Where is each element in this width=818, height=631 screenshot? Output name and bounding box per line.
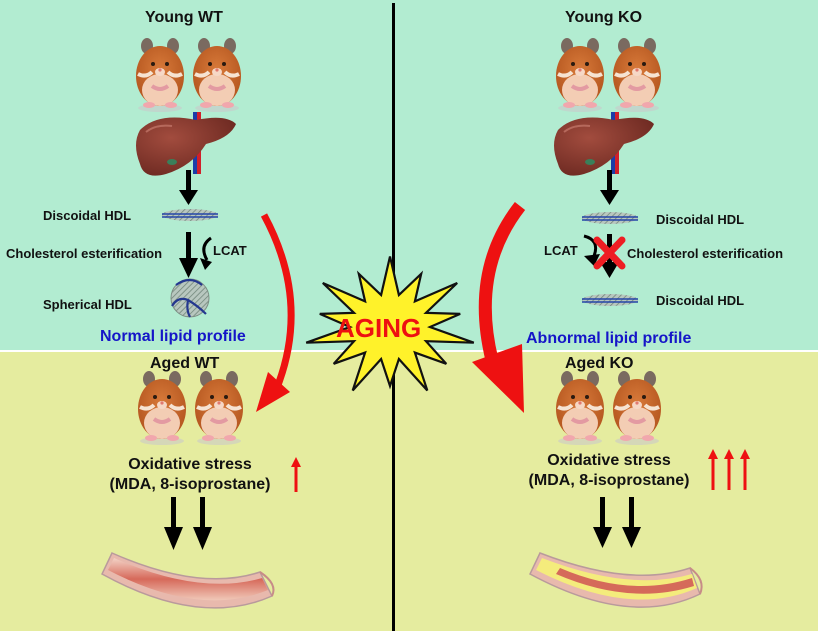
down-arrow-icon (600, 170, 619, 205)
spherical-hdl-icon (170, 278, 210, 318)
down-arrow-icon (179, 170, 198, 205)
stress-line2: (MDA, 8-isoprostane) (528, 472, 690, 489)
down-arrows-right (593, 497, 641, 548)
blocked-x-icon (593, 236, 626, 270)
red-up-arrow-icon (291, 457, 301, 492)
hamster-icon (611, 369, 663, 447)
discoidal-hdl-icon (581, 293, 639, 307)
stress-increase-right (708, 449, 750, 490)
down-arrow-icon (179, 232, 198, 278)
discoidal-hdl-label: Discoidal HDL (656, 293, 745, 308)
aging-label: AGING (336, 313, 422, 343)
red-up-arrow-icon (740, 449, 750, 490)
hamster-icon (554, 36, 606, 114)
hamster-icon (611, 36, 663, 114)
liver-icon (553, 111, 655, 177)
discoidal-hdl-icon (581, 211, 639, 225)
young-ko-title: Young KO (565, 9, 643, 26)
stress-line2: (MDA, 8-isoprostane) (109, 476, 271, 493)
stress-line1: Oxidative stress (547, 452, 671, 469)
hamster-icon (554, 369, 606, 447)
hamster-icon (191, 36, 243, 114)
discoidal-hdl-icon (161, 208, 219, 222)
red-up-arrow-icon (724, 449, 734, 490)
artery-icon (101, 552, 275, 609)
aging-arrow-left (256, 213, 295, 412)
liver-icon (135, 111, 237, 177)
red-up-arrow-icon (708, 449, 718, 490)
hamster-icon (134, 36, 186, 114)
lcat-label: LCAT (213, 243, 247, 258)
starburst-icon (305, 256, 475, 392)
down-arrows-left (164, 497, 212, 550)
lcat-curved-arrow-icon (200, 236, 212, 270)
aged-wt-title: Aged WT (150, 355, 220, 372)
artery-plaque-icon (529, 552, 703, 608)
cholesterol-esterification-label: Cholesterol esterification (627, 246, 784, 261)
stress-increase-left (291, 457, 301, 492)
cholesterol-esterification-label: Cholesterol esterification (6, 246, 163, 261)
abnormal-lipid-profile-label: Abnormal lipid profile (526, 330, 692, 347)
hamster-icon (193, 369, 245, 447)
discoidal-hdl-label: Discoidal HDL (656, 212, 745, 227)
spherical-hdl-label: Spherical HDL (43, 297, 132, 312)
oxidative-stress-left: Oxidative stress (MDA, 8-isoprostane) (100, 455, 280, 495)
normal-lipid-profile-label: Normal lipid profile (100, 328, 246, 345)
lcat-label: LCAT (544, 243, 578, 258)
hamster-icon (136, 369, 188, 447)
stress-line1: Oxidative stress (128, 456, 252, 473)
young-wt-title: Young WT (145, 9, 223, 26)
discoidal-hdl-label: Discoidal HDL (43, 208, 132, 223)
oxidative-stress-right: Oxidative stress (MDA, 8-isoprostane) (514, 451, 704, 491)
aging-arrow-right (472, 202, 526, 413)
aged-ko-title: Aged KO (565, 355, 634, 372)
